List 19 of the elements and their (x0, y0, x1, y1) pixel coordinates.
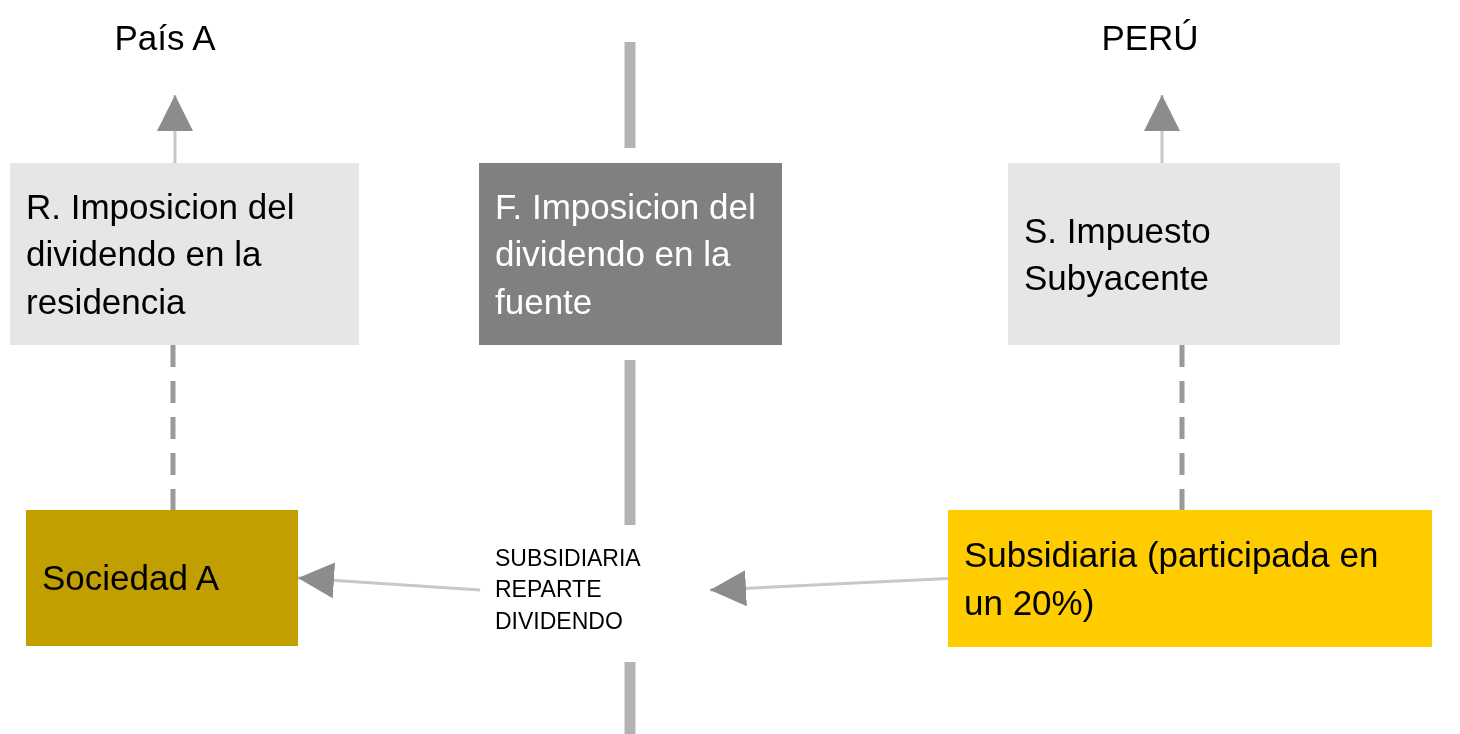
box-label: F. Imposicion del dividendo en la fuente (495, 186, 757, 323)
company-box (26, 510, 298, 646)
dashed-connector (1179, 345, 1185, 510)
arrowhead (1144, 95, 1180, 163)
company-box (948, 510, 1432, 647)
tax-box (1008, 163, 1340, 345)
country-heading: País A (114, 17, 216, 59)
box-label: R. Imposicion del dividendo en la residencia (26, 186, 296, 323)
arrowhead (297, 562, 481, 599)
arrowhead (709, 570, 949, 607)
dividend-text: SUBSIDIARIA REPARTE DIVIDENDO (495, 544, 641, 636)
tax-box (10, 163, 359, 345)
box-label: S. Impuesto Subyacente (1024, 209, 1212, 299)
box-label: Subsidiaria (participada en un 20%) (964, 534, 1380, 624)
box-label: Sociedad A (42, 557, 220, 600)
dashed-connector (170, 345, 176, 510)
arrowhead (157, 95, 193, 163)
tax-box (479, 163, 782, 345)
country-heading: PERÚ (1101, 17, 1199, 59)
